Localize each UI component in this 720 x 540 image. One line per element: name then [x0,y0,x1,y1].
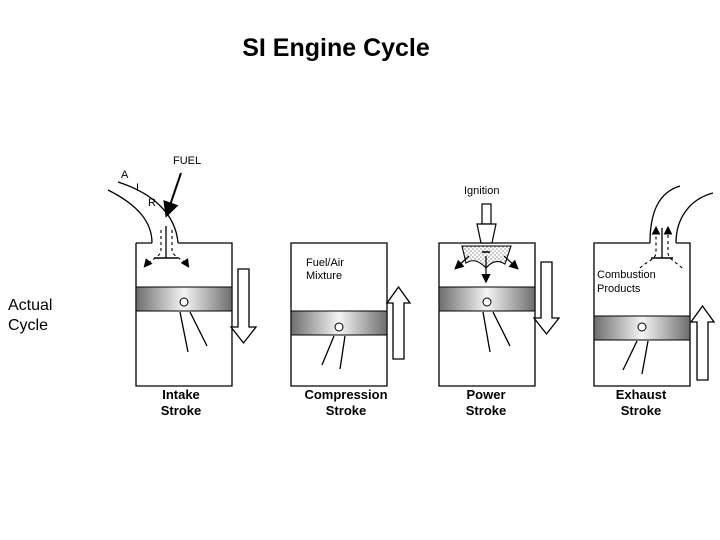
compression-stroke-label-line2: Stroke [325,403,367,418]
intake-conrod-right [189,311,208,347]
power-conrod-left [482,311,491,353]
intake-stroke-label-line1: Intake [162,387,200,402]
mixture-label-line1: Fuel/Air [306,257,344,269]
compression-stroke-label: Compression Stroke [291,387,401,419]
power-stroke-label-line2: Stroke [465,403,507,418]
power-down-arrow [532,261,561,336]
power-conrod-right [492,311,511,347]
actual-cycle-label: Actual Cycle [8,296,52,336]
compression-cylinder-wall [290,242,388,387]
actual-cycle-label-line1: Actual [8,297,53,314]
mixture-label-line2: Mixture [306,270,342,282]
power-stroke-label: Power Stroke [431,387,541,419]
power-stroke-label-line1: Power [466,387,506,402]
ignition-label: Ignition [464,185,499,197]
power-force-arrow-right [503,255,519,270]
exhaust-flow-right [663,225,683,269]
exhaust-stroke-label-line2: Stroke [620,403,662,418]
fuel-label: FUEL [173,155,201,167]
exhaust-stroke-label: Exhaust Stroke [586,387,696,419]
exhaust-piston-pin [637,322,647,332]
air-letter-i: I [136,182,139,194]
exhaust-conrod-left [622,340,638,371]
air-letter-a: A [121,169,129,181]
exhaust-duct-inner [675,192,714,244]
compression-stroke-label-line1: Compression [304,387,388,402]
exhaust-flow-left [639,225,661,269]
products-label-line2: Products [597,283,641,295]
intake-stroke-label-line2: Stroke [160,403,202,418]
intake-conrod-left [179,311,189,353]
intake-cylinder-group: A I R FUEL [107,155,258,387]
power-force-arrow-left [454,255,470,270]
fuel-injection-arrow [163,172,182,218]
spark-plug-body [481,203,492,225]
intake-piston-pin [179,297,189,307]
exhaust-duct-outer [649,185,681,244]
spark-plug-tip [476,223,497,244]
page-title: SI Engine Cycle [242,34,430,62]
compression-conrod-right [339,335,346,370]
power-cylinder-group: Ignition [438,185,561,387]
intake-down-arrow [229,268,258,345]
exhaust-stroke-label-line1: Exhaust [615,387,667,402]
compression-piston-pin [334,322,344,332]
intake-stroke-label: Intake Stroke [126,387,236,419]
power-piston-pin [482,297,492,307]
intake-flow-right [171,230,190,268]
intake-air-duct-inner [117,181,179,244]
power-cylinder-wall [438,242,536,387]
products-label-line1: Combustion [597,269,656,281]
intake-air-duct-outer [107,189,153,244]
compression-cylinder-group: Fuel/Air Mixture [290,242,412,387]
exhaust-conrod-right [641,340,649,375]
exhaust-cylinder-wall [593,242,691,387]
intake-cylinder-wall [135,242,233,387]
actual-cycle-label-line2: Cycle [8,317,49,334]
compression-conrod-left [321,335,335,366]
compression-up-arrow [385,285,412,360]
intake-flow-left [143,230,162,268]
exhaust-up-arrow [689,304,716,381]
air-letter-r: R [148,197,156,209]
exhaust-cylinder-group: Combustion Products [593,185,716,387]
